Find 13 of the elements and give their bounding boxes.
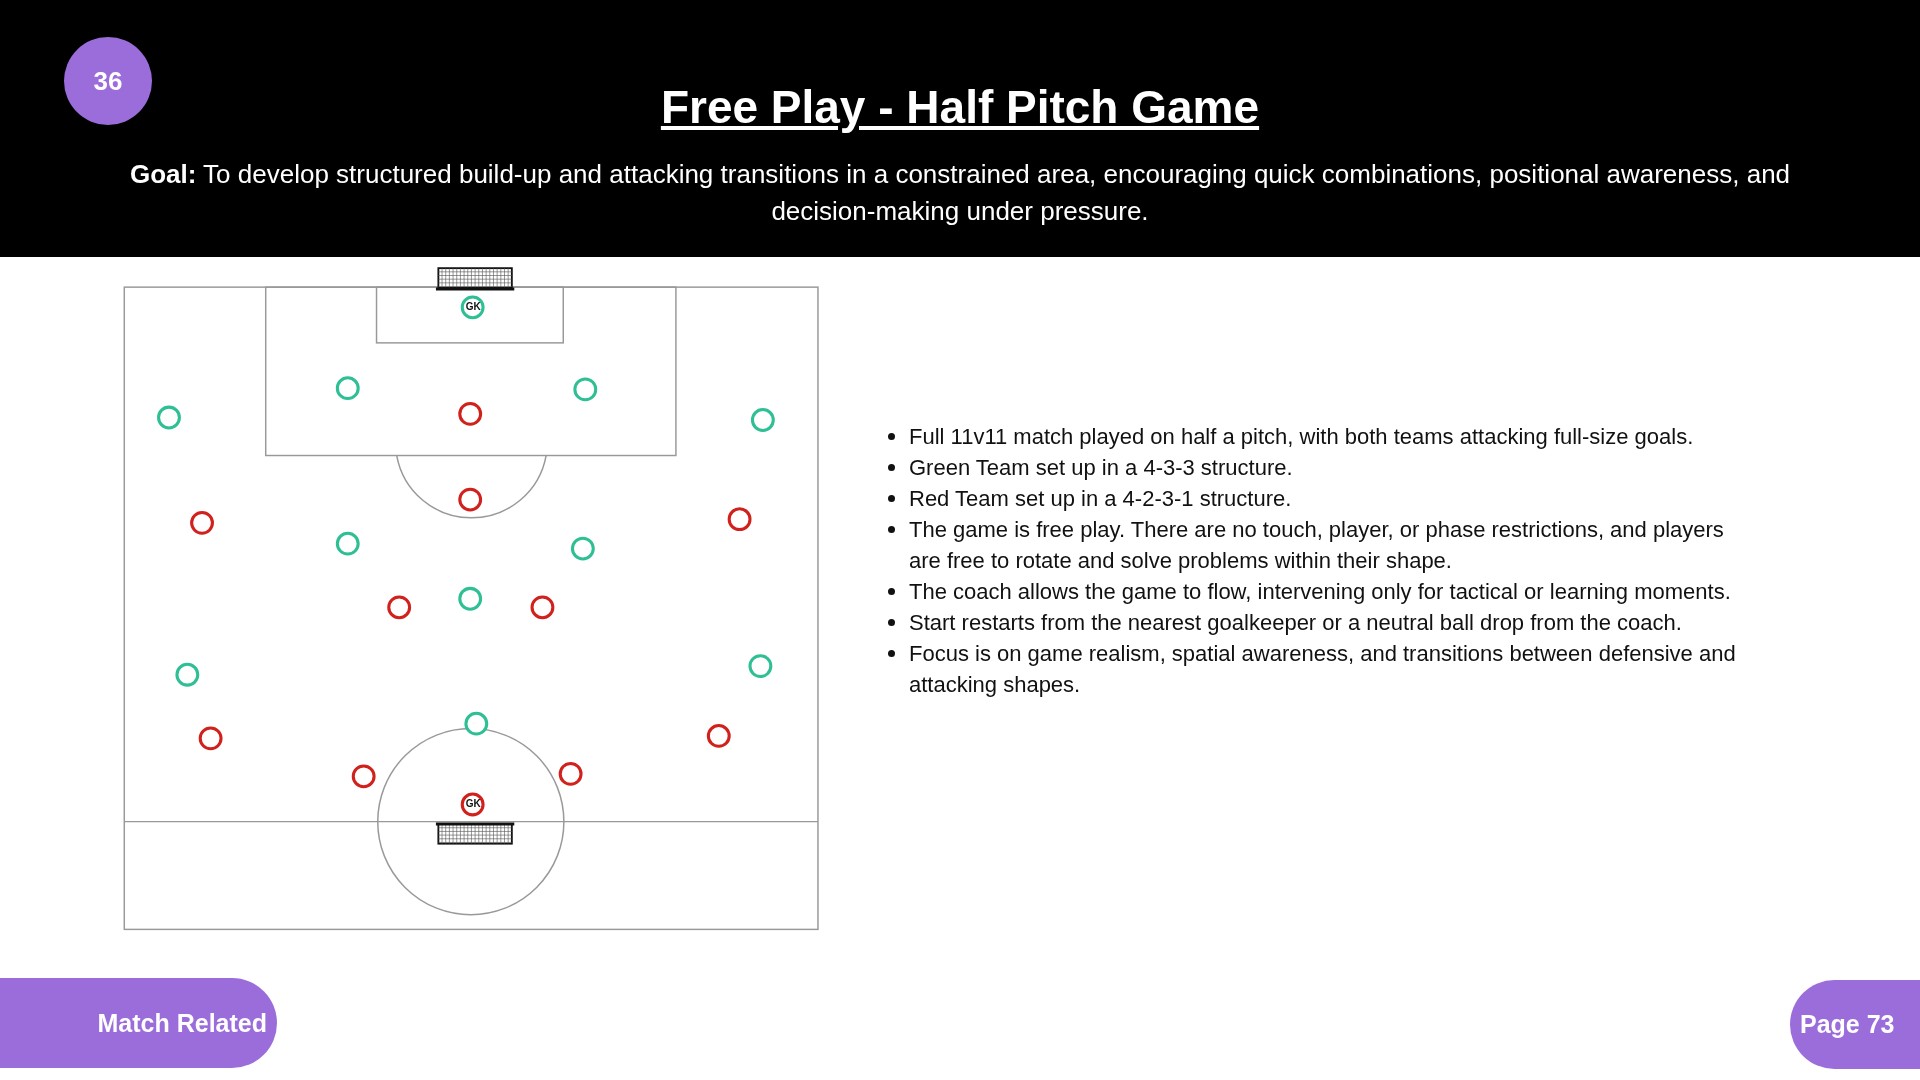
- title: Free Play - Half Pitch Game: [660, 80, 1260, 134]
- player-label: GK: [465, 799, 481, 810]
- player-label: GK: [465, 302, 481, 313]
- section-tab: Match Related: [0, 978, 277, 1068]
- bullet-text: The coach allows the game to flow, intervening only for tactical or learning moments.: [909, 579, 1731, 604]
- bullet-text: Red Team set up in a 4-2-3-1 structure.: [909, 486, 1292, 511]
- bullet-text: Green Team set up in a 4-3-3 structure.: [909, 455, 1293, 480]
- bullet-text: Focus is on game realism, spatial awareness, and transitions between defensive and attacking shapes.: [909, 641, 1736, 697]
- bullet-text: The game is free play. There are no touch, player, or phase restrictions, and players are free to rotate and solve problems within their shape.: [909, 517, 1724, 573]
- bullet-text: Full 11v11 match played on half a pitch, with both teams attacking full-size goals.: [909, 424, 1694, 449]
- bullet-text: Start restarts from the nearest goalkeeper or a neutral ball drop from the coach.: [909, 610, 1682, 635]
- goal-paragraph: Goal: To develop structured build-up and attacking transitions in a constrained area, encouraging quick combinations, positional awareness, and decision-making under pressure.: [128, 158, 1792, 228]
- page-label: Page 73: [1790, 980, 1920, 1069]
